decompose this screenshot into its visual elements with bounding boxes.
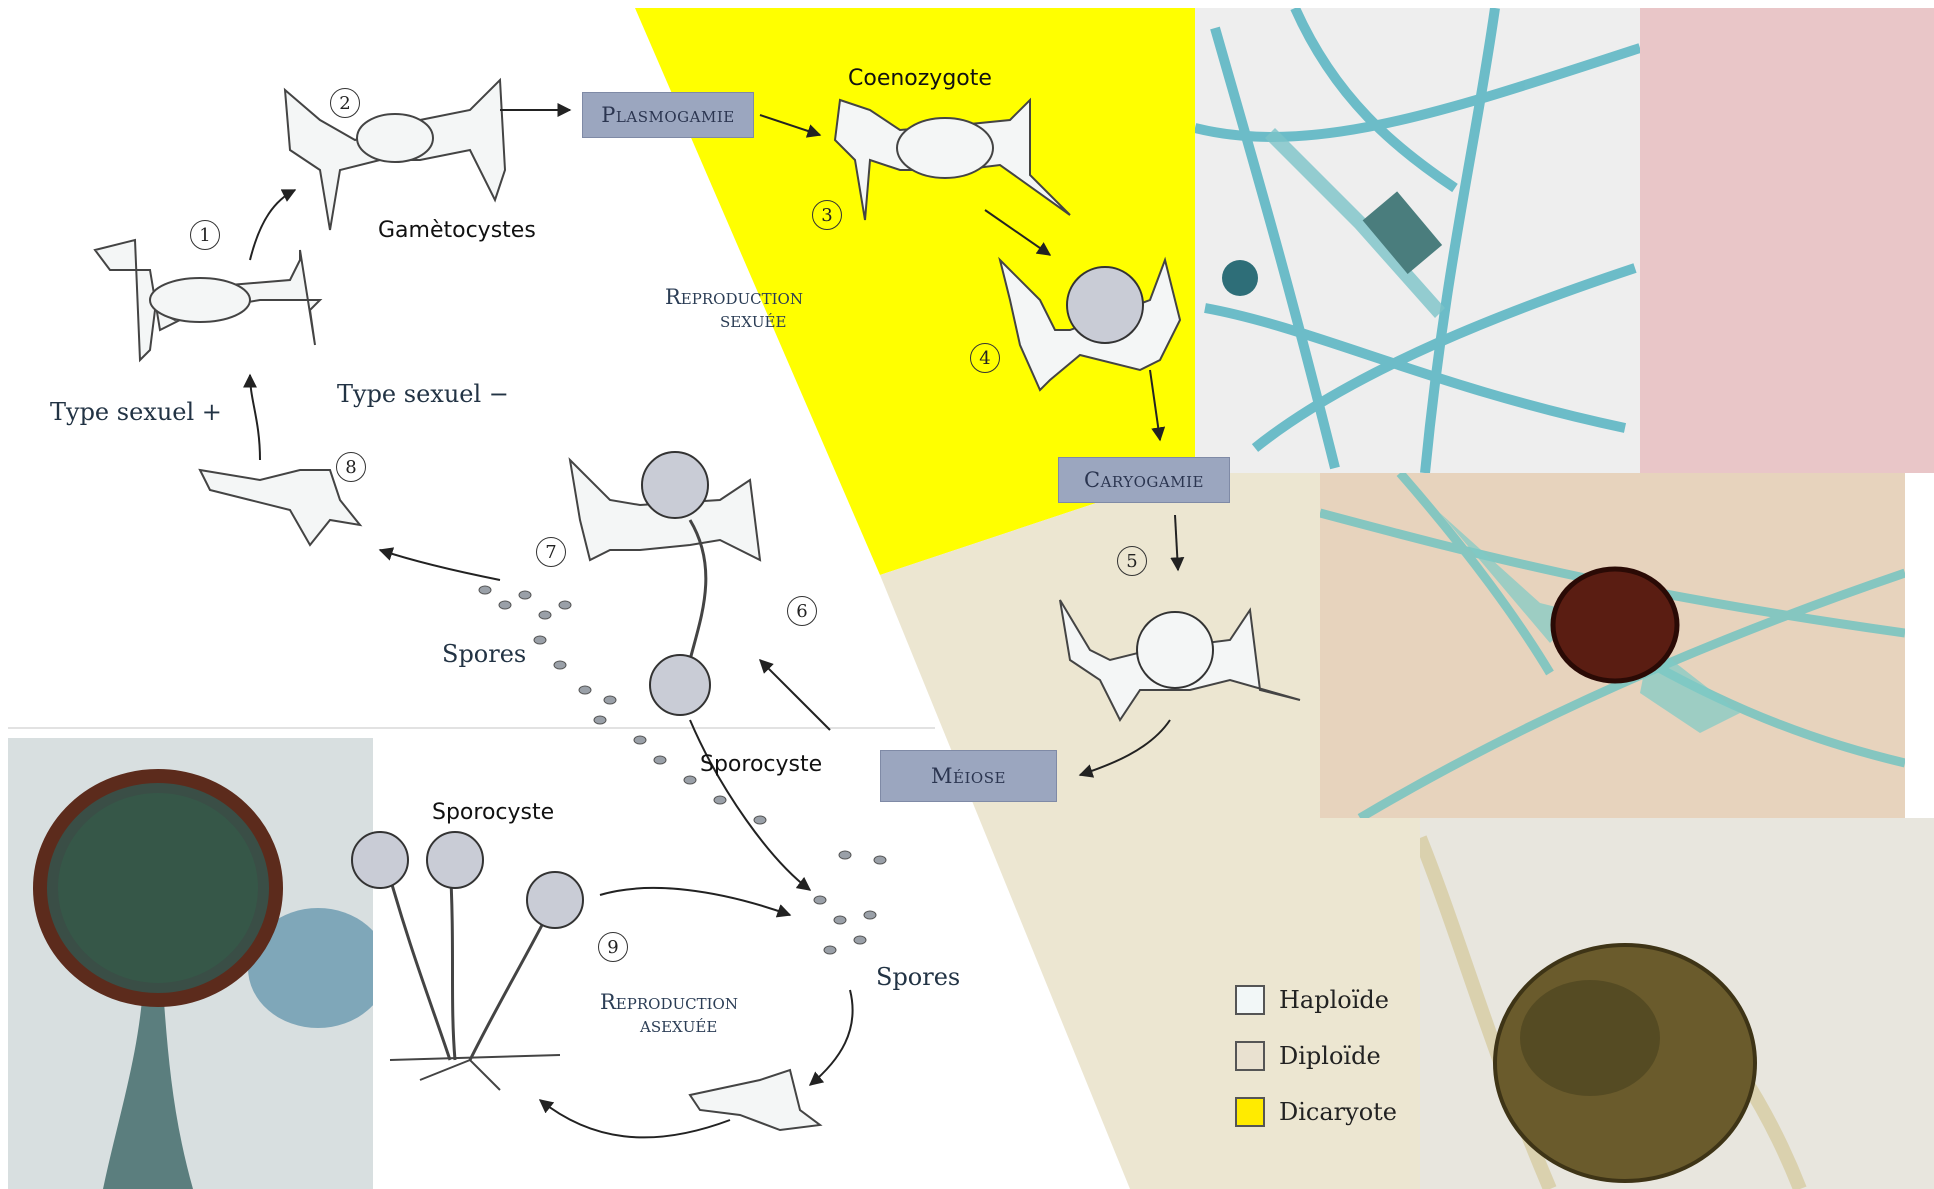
meiose-box: Méiose — [880, 750, 1057, 802]
coenozygote-label: Coenozygote — [848, 66, 992, 91]
arrow-6-up — [760, 660, 830, 730]
arrow-5-meiose — [1080, 720, 1170, 775]
step-number-3: 3 — [812, 200, 842, 230]
arrow-4-caryogamie — [1150, 370, 1160, 440]
arrow-8-1 — [250, 375, 260, 460]
spores-top-label: Spores — [442, 640, 526, 668]
germinating-spore-8 — [200, 470, 360, 545]
arrow-plasmogamie-3 — [760, 115, 820, 135]
legend-item-haploide: Haploïde — [1235, 985, 1389, 1015]
step-number-9: 9 — [598, 932, 628, 962]
step-number-1: 1 — [190, 220, 220, 250]
legend-item-dicaryote: Dicaryote — [1235, 1097, 1397, 1127]
arrow-9-spores — [600, 888, 790, 915]
type-sexuel-minus-label: Type sexuel − — [337, 380, 509, 408]
spores-bottom-label: Spores — [876, 963, 960, 991]
caryogamie-box: Caryogamie — [1058, 457, 1230, 503]
arrow-7-8 — [380, 550, 500, 580]
step-number-5: 5 — [1117, 546, 1147, 576]
sexual-reproduction-label-2: sexuée — [720, 308, 786, 332]
sporocyste-center-label: Sporocyste — [700, 752, 822, 777]
germinating-spore-bottom — [690, 1070, 820, 1130]
zygosporangium-5 — [1137, 612, 1213, 688]
sporangium-6 — [650, 655, 710, 715]
legend-label-haploide: Haploïde — [1279, 986, 1389, 1014]
step-number-6: 6 — [787, 596, 817, 626]
asexual-reproduction-label-1: Reproduction — [600, 990, 738, 1014]
arrow-caryogamie-5 — [1175, 515, 1178, 570]
step-number-2: 2 — [330, 88, 360, 118]
legend-swatch-haploide — [1235, 985, 1265, 1015]
legend-swatch-diploide — [1235, 1041, 1265, 1071]
legend-label-dicaryote: Dicaryote — [1279, 1098, 1397, 1126]
legend-swatch-dicaryote — [1235, 1097, 1265, 1127]
sporangium-9b — [427, 832, 483, 888]
asexual-reproduction-label-2: asexuée — [640, 1013, 717, 1037]
zygosporangium-6 — [642, 452, 708, 518]
arrow-spores-down — [690, 720, 810, 890]
legend-item-diploide: Diploïde — [1235, 1041, 1381, 1071]
arrow-3-4 — [985, 210, 1050, 255]
step-number-4: 4 — [970, 343, 1000, 373]
arrow-1-2 — [250, 190, 295, 260]
arrow-spores-germ — [810, 990, 853, 1085]
legend: Haploïde Diploïde Dicaryote — [1235, 985, 1420, 1135]
legend-label-diploide: Diploïde — [1279, 1042, 1381, 1070]
type-sexuel-plus-label: Type sexuel + — [50, 398, 222, 426]
sporangium-9a — [352, 832, 408, 888]
sexual-reproduction-label-1: Reproduction — [665, 285, 803, 309]
sporangium-9c — [527, 872, 583, 928]
sporocyste-bottom-label: Sporocyste — [432, 800, 554, 825]
step-number-8: 8 — [336, 452, 366, 482]
zygosporangium-4 — [1067, 267, 1143, 343]
plasmogamie-box: Plasmogamie — [582, 92, 754, 138]
step-number-7: 7 — [536, 537, 566, 567]
gametocystes-label: Gamètocystes — [378, 218, 536, 243]
